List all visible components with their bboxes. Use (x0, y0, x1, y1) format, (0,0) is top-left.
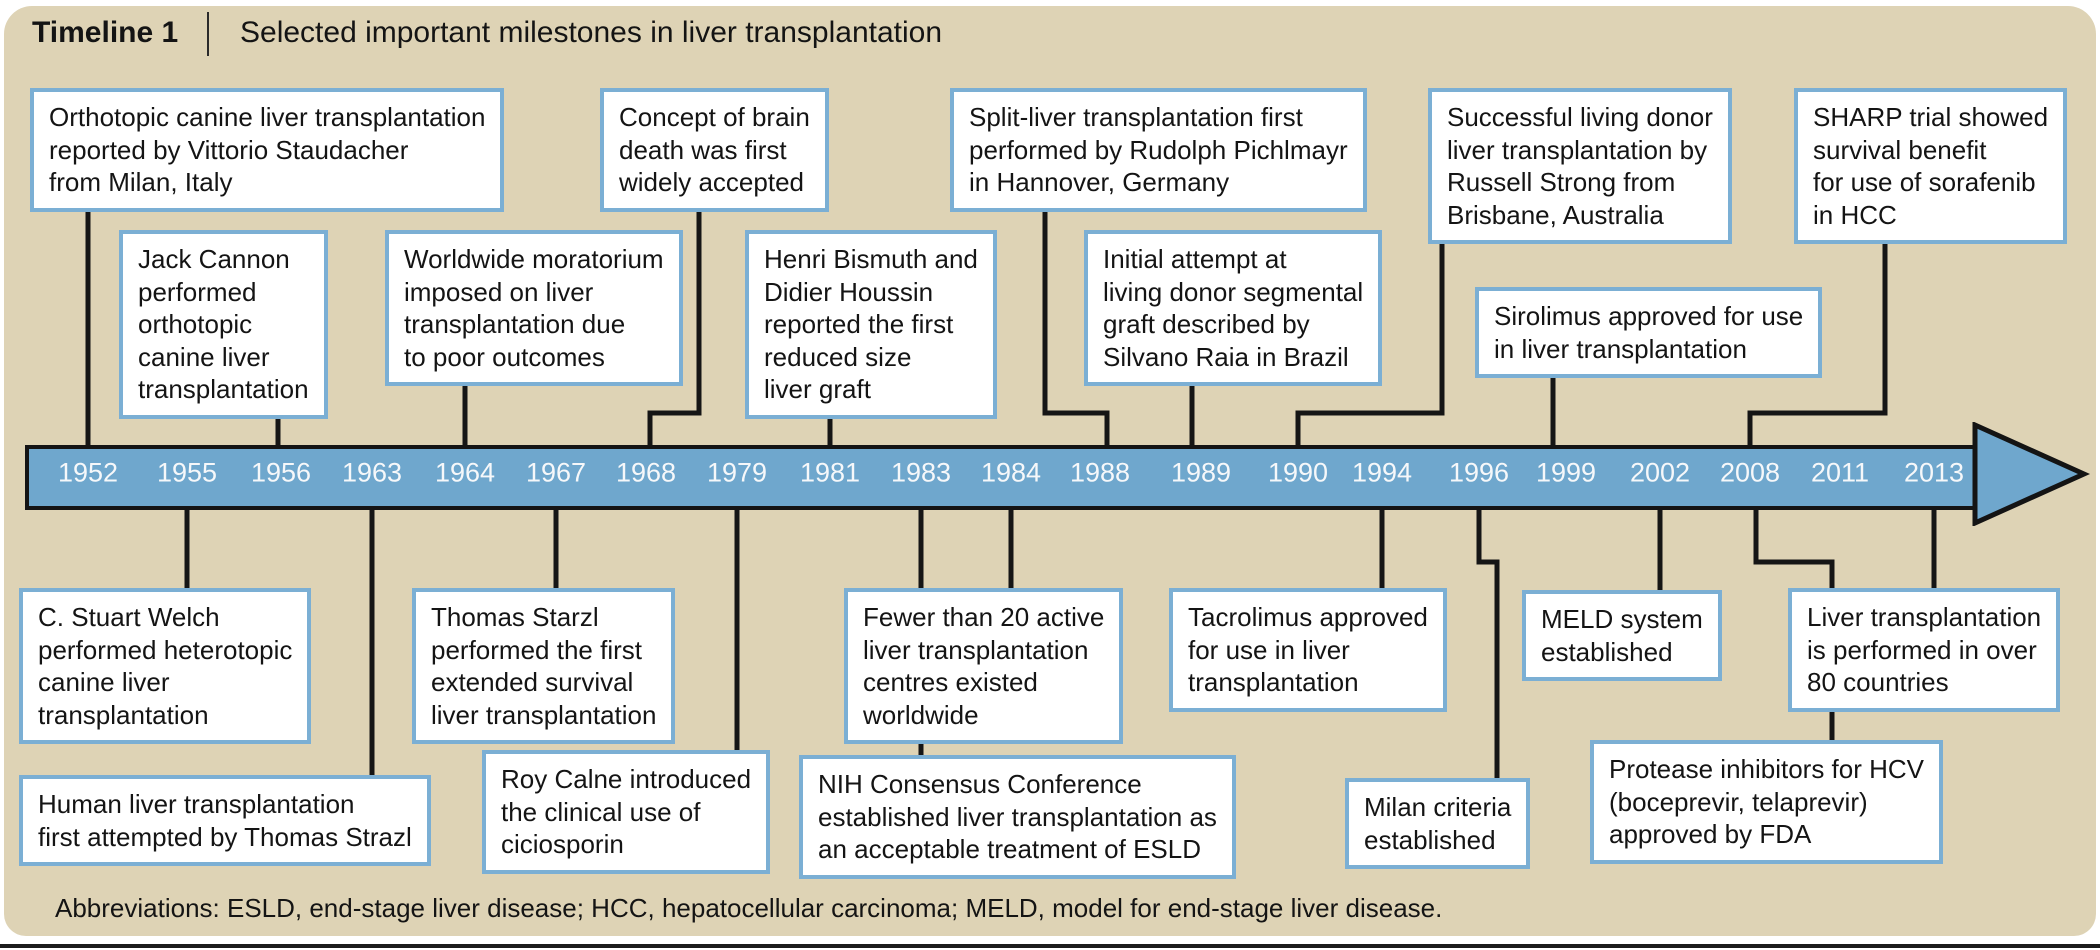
year-label-2002: 2002 (1629, 457, 1691, 488)
year-label-1979: 1979 (706, 457, 768, 488)
connector-1988 (1042, 150, 1110, 460)
milestone-2002-meld: MELD system established (1522, 590, 1722, 681)
timeline-band (25, 445, 1985, 510)
year-label-2013: 2013 (1903, 457, 1965, 488)
year-label-1963: 1963 (341, 457, 403, 488)
milestone-1994-tacrolimus: Tacrolimus approved for use in liver tra… (1169, 588, 1447, 712)
milestone-1999-sirolimus: Sirolimus approved for use in liver tran… (1475, 287, 1823, 378)
year-label-1994: 1994 (1351, 457, 1413, 488)
milestone-1963-human-first: Human liver transplantation first attemp… (19, 775, 431, 866)
milestone-1979-calne: Roy Calne introduced the clinical use of… (482, 750, 771, 874)
milestone-2008-sharp: SHARP trial showed survival benefit for … (1794, 88, 2068, 244)
connector-1990 (1295, 200, 1445, 460)
year-label-1967: 1967 (525, 457, 587, 488)
milestone-1990-strong: Successful living donor liver transplant… (1428, 88, 1732, 244)
year-label-2008: 2008 (1719, 457, 1781, 488)
milestone-1952-staudacher: Orthotopic canine liver transplantation … (30, 88, 505, 212)
connector-1996 (1476, 495, 1500, 810)
year-label-1952: 1952 (57, 457, 119, 488)
year-label-1999: 1999 (1535, 457, 1597, 488)
year-label-1981: 1981 (799, 457, 861, 488)
milestone-1967-starzl: Thomas Starzl performed the first extend… (412, 588, 676, 744)
year-label-1996: 1996 (1448, 457, 1510, 488)
year-label-1984: 1984 (980, 457, 1042, 488)
header-divider (207, 12, 209, 56)
milestone-2013-80-countries: Liver transplantation is performed in ov… (1788, 588, 2061, 712)
year-label-1990: 1990 (1267, 457, 1329, 488)
year-label-1968: 1968 (615, 457, 677, 488)
timeline-arrow-head (1972, 422, 2090, 526)
year-label-1989: 1989 (1170, 457, 1232, 488)
page-title: Selected important milestones in liver t… (240, 16, 943, 49)
milestone-1964-moratorium: Worldwide moratorium imposed on liver tr… (385, 230, 683, 386)
connector-1968 (647, 150, 702, 460)
milestone-1956-cannon: Jack Cannon performed orthotopic canine … (119, 230, 328, 419)
figure-bottom-rule (0, 944, 2100, 948)
milestone-1983-nih: NIH Consensus Conference established liv… (799, 755, 1236, 879)
connector-2008 (1747, 200, 1888, 460)
timeline-label: Timeline 1 (32, 16, 179, 49)
milestone-1989-raia: Initial attempt at living donor segmenta… (1084, 230, 1383, 386)
abbreviations-note: Abbreviations: ESLD, end-stage liver dis… (55, 893, 1443, 923)
milestone-2011-protease: Protease inhibitors for HCV (boceprevir,… (1590, 740, 1944, 864)
milestone-1968-brain-death: Concept of brain death was first widely … (600, 88, 829, 212)
milestone-1996-milan: Milan criteria established (1345, 778, 1531, 869)
year-label-1964: 1964 (434, 457, 496, 488)
milestone-1988-split-liver: Split-liver transplantation first perfor… (950, 88, 1367, 212)
year-label-1956: 1956 (250, 457, 312, 488)
year-label-1988: 1988 (1069, 457, 1131, 488)
year-label-1983: 1983 (890, 457, 952, 488)
year-label-1955: 1955 (156, 457, 218, 488)
milestone-1955-welch: C. Stuart Welch performed heterotopic ca… (19, 588, 312, 744)
milestone-1981-bismuth: Henri Bismuth and Didier Houssin reporte… (745, 230, 997, 419)
milestone-1984-fewer-20: Fewer than 20 active liver transplantati… (844, 588, 1124, 744)
year-label-2011: 2011 (1810, 457, 1870, 488)
